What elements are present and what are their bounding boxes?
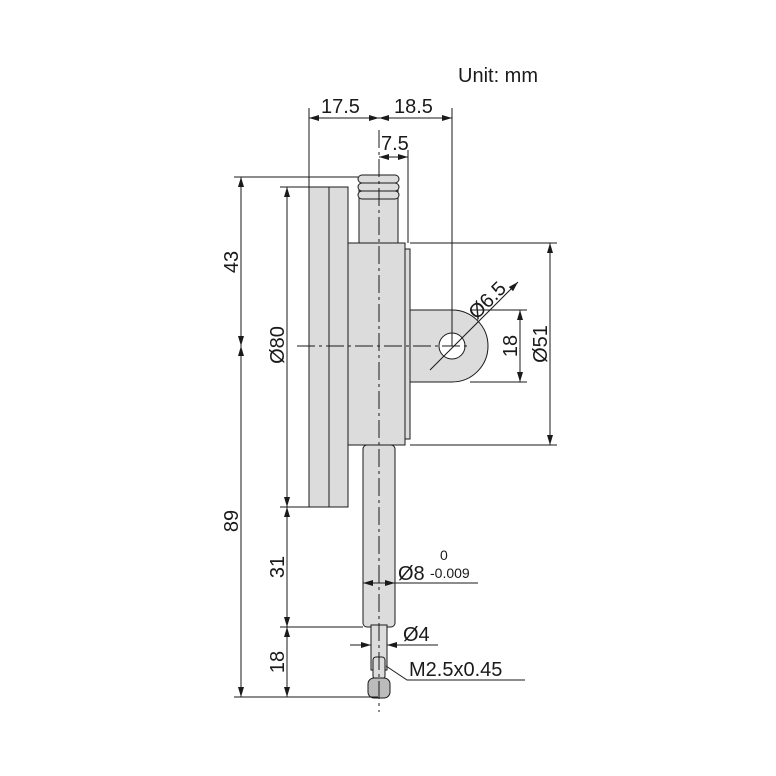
unit-label: Unit: mm bbox=[458, 65, 538, 87]
dim-tip-diameter: Ø4 bbox=[403, 624, 430, 646]
bezel-front bbox=[308, 186, 330, 508]
dim-spindle-length: 31 bbox=[267, 556, 289, 578]
case bbox=[347, 242, 406, 446]
dim-lug-height: 18 bbox=[500, 335, 522, 357]
dim-spindle-diameter: Ø8 bbox=[398, 563, 425, 585]
indicator-body bbox=[308, 174, 489, 699]
dim-width-left: 17.5 bbox=[321, 96, 360, 118]
dim-back-diameter: Ø51 bbox=[530, 325, 552, 363]
dim-dial-diameter: Ø80 bbox=[267, 326, 289, 364]
dim-tip-length: 18 bbox=[267, 651, 289, 673]
bezel-rear bbox=[328, 186, 349, 508]
dim-thread: M2.5x0.45 bbox=[409, 659, 502, 681]
dim-total-height: 89 bbox=[221, 510, 243, 532]
dim-top-height: 43 bbox=[221, 251, 243, 273]
dimension-lines bbox=[238, 115, 553, 697]
dim-spindle-tol-lower: -0.009 bbox=[430, 565, 470, 581]
dim-spindle-tol-upper: 0 bbox=[440, 547, 448, 563]
back-plate bbox=[404, 248, 411, 440]
dim-stem-offset: 7.5 bbox=[381, 133, 409, 155]
dim-width-right: 18.5 bbox=[394, 96, 433, 118]
